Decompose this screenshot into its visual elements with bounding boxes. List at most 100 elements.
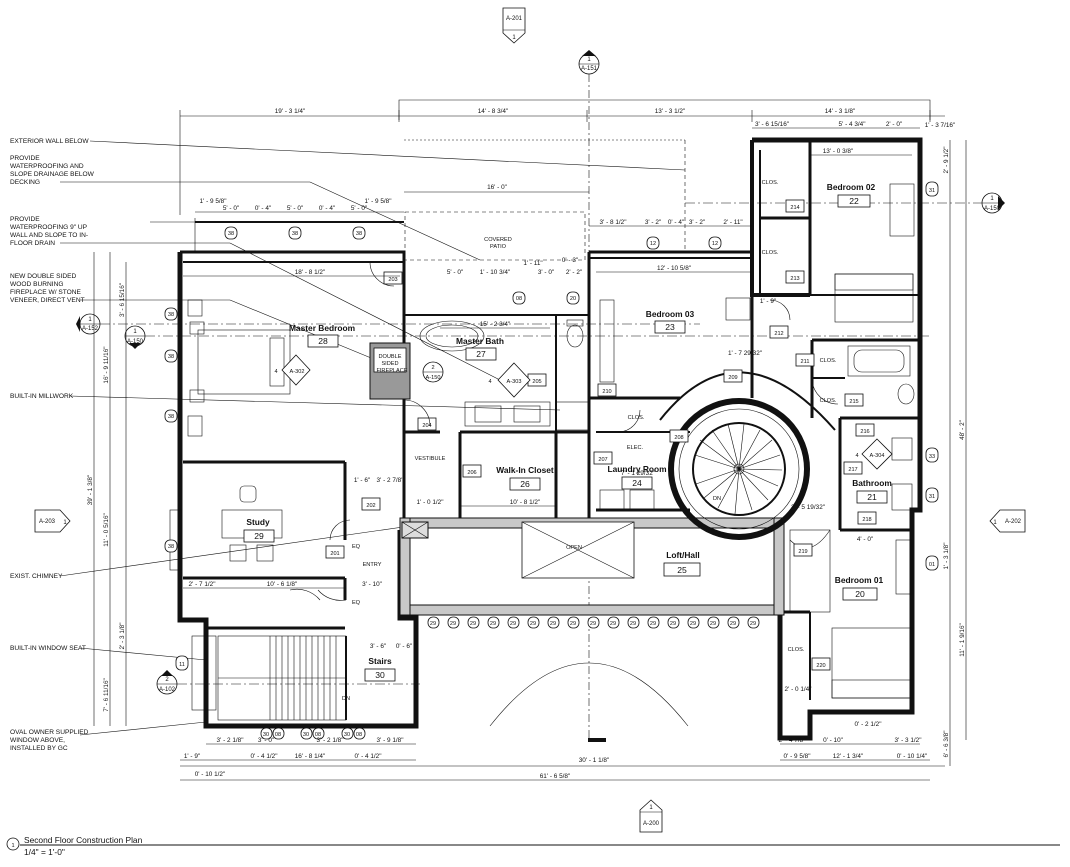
door-tag: 211 [795, 353, 815, 367]
window-tag: 31 [925, 181, 939, 197]
sec-tag-bath: 2 A-150 [422, 361, 444, 383]
window-tag: 11 [175, 655, 189, 671]
door-tag: 213 [785, 270, 805, 284]
room-walk-in-closet: Walk-In Closet 26 [496, 465, 554, 491]
door-tag: 209 [723, 369, 743, 383]
svg-text:220: 220 [816, 663, 825, 669]
svg-text:A-150: A-150 [984, 206, 1001, 212]
svg-text:FIREPLACE: FIREPLACE [376, 368, 407, 374]
svg-text:OVAL OWNER SUPPLIED: OVAL OWNER SUPPLIED [10, 729, 89, 736]
svg-text:11' - 0 5/16": 11' - 0 5/16" [103, 513, 110, 547]
svg-text:3' - 6 15/16": 3' - 6 15/16" [755, 121, 789, 128]
svg-text:0' - 9 5/8": 0' - 9 5/8" [784, 753, 811, 760]
svg-text:DN: DN [713, 496, 721, 502]
svg-text:2' - 2": 2' - 2" [566, 269, 582, 276]
svg-text:4: 4 [855, 453, 858, 459]
svg-text:22: 22 [849, 196, 859, 206]
section-marker-left-3: 2 A-102 [156, 670, 420, 695]
svg-text:COVERED: COVERED [484, 237, 512, 243]
svg-text:A-150: A-150 [426, 375, 441, 381]
straight-stair [217, 635, 347, 721]
svg-text:A-151: A-151 [581, 66, 598, 72]
svg-text:A-302: A-302 [290, 369, 305, 375]
svg-text:3' - 2": 3' - 2" [645, 219, 661, 226]
svg-text:29: 29 [510, 621, 516, 627]
svg-text:5' - 0": 5' - 0" [351, 205, 367, 212]
svg-text:20: 20 [570, 296, 576, 302]
svg-text:215: 215 [849, 399, 858, 405]
svg-text:13' - 0 3/8": 13' - 0 3/8" [823, 148, 854, 155]
svg-text:Stairs: Stairs [368, 656, 392, 666]
svg-text:2: 2 [431, 365, 434, 371]
building-walls [150, 137, 923, 741]
svg-text:DOUBLE: DOUBLE [378, 354, 401, 360]
svg-text:29: 29 [450, 621, 456, 627]
svg-text:29: 29 [670, 621, 676, 627]
svg-text:VESTIBULE: VESTIBULE [415, 456, 446, 462]
svg-text:25: 25 [677, 565, 687, 575]
svg-text:EQ: EQ [352, 600, 361, 606]
svg-text:20: 20 [855, 589, 865, 599]
svg-text:Walk-In Closet: Walk-In Closet [496, 465, 554, 475]
svg-text:1' - 11": 1' - 11" [523, 260, 542, 267]
door-tag: 214 [785, 199, 805, 213]
svg-text:0' - 4 1/2": 0' - 4 1/2" [355, 753, 382, 760]
svg-text:29: 29 [590, 621, 596, 627]
elev-tag-master: 4 A-302 [274, 354, 311, 386]
room-bedroom-03: Bedroom 03 23 [646, 309, 695, 334]
svg-text:38: 38 [292, 231, 298, 237]
svg-text:EQ: EQ [352, 544, 361, 550]
svg-text:WATERPROOFING 9" UP: WATERPROOFING 9" UP [10, 224, 88, 231]
svg-text:29: 29 [710, 621, 716, 627]
svg-text:213: 213 [790, 276, 799, 282]
svg-text:206: 206 [467, 470, 476, 476]
svg-text:1: 1 [587, 57, 591, 63]
svg-text:CLOS.: CLOS. [820, 358, 837, 364]
svg-text:VENEER, DIRECT VENT: VENEER, DIRECT VENT [10, 297, 85, 304]
svg-text:A-150: A-150 [127, 339, 144, 345]
svg-text:3' - 0": 3' - 0" [258, 737, 274, 744]
svg-text:29: 29 [430, 621, 436, 627]
room-bathroom: Bathroom 21 [852, 478, 892, 504]
svg-text:29: 29 [254, 531, 264, 541]
svg-text:1' - 0 1/2": 1' - 0 1/2" [417, 499, 444, 506]
svg-text:3' - 9 1/8": 3' - 9 1/8" [377, 737, 404, 744]
svg-text:2' - 3 1/8": 2' - 3 1/8" [119, 623, 126, 650]
svg-text:27: 27 [476, 349, 486, 359]
door-tag: 207 [593, 451, 613, 465]
door-tag: 203 [383, 271, 403, 285]
svg-text:1' - 9": 1' - 9" [760, 298, 776, 305]
svg-text:3' - 0": 3' - 0" [538, 269, 554, 276]
svg-text:204: 204 [422, 423, 431, 429]
room-study: Study 29 [243, 517, 275, 543]
svg-text:28: 28 [318, 336, 328, 346]
svg-text:7' - 6 11/16": 7' - 6 11/16" [103, 678, 110, 712]
svg-text:210: 210 [602, 389, 611, 395]
svg-text:PROVIDE: PROVIDE [10, 216, 40, 223]
svg-text:0' - 10 1/2": 0' - 10 1/2" [195, 771, 226, 778]
svg-text:3' - 2 7/8": 3' - 2 7/8" [377, 477, 404, 484]
svg-text:30: 30 [375, 670, 385, 680]
svg-text:30: 30 [263, 732, 269, 738]
svg-text:11' - 1 9/16": 11' - 1 9/16" [959, 623, 966, 657]
svg-text:1/4" = 1'-0": 1/4" = 1'-0" [24, 847, 65, 857]
svg-text:2' - 0 1/4": 2' - 0 1/4" [785, 686, 812, 693]
svg-text:217: 217 [848, 467, 857, 473]
svg-text:NEW DOUBLE SIDED: NEW DOUBLE SIDED [10, 273, 77, 280]
svg-text:19' - 3 1/4": 19' - 3 1/4" [275, 108, 306, 115]
svg-text:29: 29 [470, 621, 476, 627]
interior-elevation-tags: 4 A-302 4 A-303 2 A-150 4 A-304 [274, 354, 893, 470]
svg-text:FLOOR DRAIN: FLOOR DRAIN [10, 240, 55, 247]
svg-text:4: 4 [488, 379, 491, 385]
svg-text:12: 12 [650, 241, 656, 247]
svg-text:SIDED: SIDED [381, 361, 398, 367]
svg-text:38: 38 [356, 231, 362, 237]
svg-text:205: 205 [532, 379, 541, 385]
svg-text:1: 1 [512, 35, 516, 41]
svg-text:1: 1 [993, 520, 997, 526]
svg-text:Bedroom 01: Bedroom 01 [835, 575, 884, 585]
svg-text:Study: Study [246, 517, 270, 527]
door-tag: 218 [857, 511, 877, 525]
svg-text:A-201: A-201 [506, 16, 523, 22]
svg-text:61' - 6 5/8": 61' - 6 5/8" [540, 773, 571, 780]
